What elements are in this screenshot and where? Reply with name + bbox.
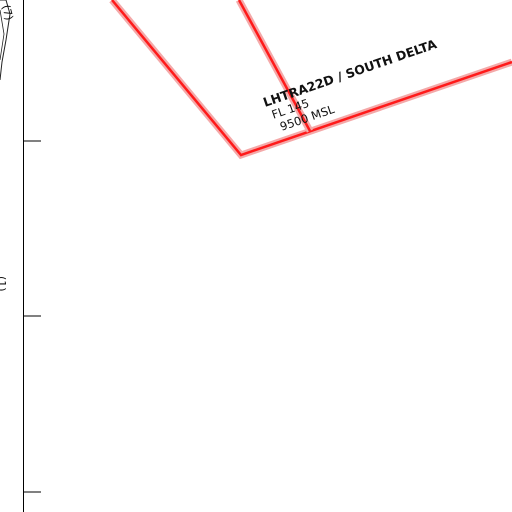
- edge-mark-top: (7): [0, 3, 16, 21]
- edge-route-marking: (7) (1): [0, 0, 16, 292]
- edge-mark-mid: (1): [0, 276, 8, 292]
- airspace-divider[interactable]: [235, 0, 314, 133]
- airspace-boundary[interactable]: [109, 0, 512, 160]
- scale-bar: [23, 0, 41, 512]
- airspace-label: LHTRA22D / SOUTH DELTA FL 145 9500 MSL: [261, 36, 439, 134]
